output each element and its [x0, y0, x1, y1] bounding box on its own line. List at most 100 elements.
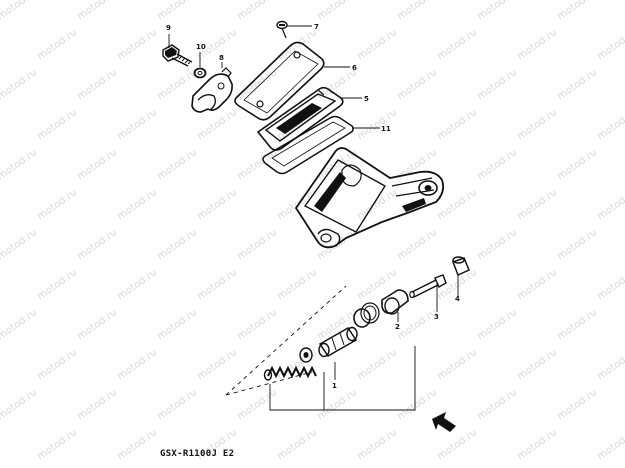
watermark-text: motod.ru — [435, 27, 479, 62]
part-10-washer — [193, 67, 207, 79]
part-5-diaphragm — [256, 86, 344, 151]
watermark-text: motod.ru — [475, 147, 519, 182]
callout-5: 5 — [364, 95, 369, 103]
watermark-text: motod.ru — [435, 427, 479, 462]
watermark-text: motod.ru — [115, 347, 159, 382]
watermark-text: motod.ru — [355, 107, 399, 142]
watermark-text: motod.ru — [155, 227, 199, 262]
callout-1: 1 — [332, 382, 337, 390]
watermark-text: motod.ru — [35, 267, 79, 302]
watermark-text: motod.ru — [395, 147, 439, 182]
watermark-text: motod.ru — [75, 67, 119, 102]
watermark-text: motod.ru — [355, 267, 399, 302]
model-code-label: GSX-R1100J E2 — [160, 449, 235, 459]
watermark-text: motod.ru — [555, 147, 599, 182]
watermark-text: motod.ru — [35, 187, 79, 222]
watermark-text: motod.ru — [555, 0, 599, 22]
watermark-text: motod.ru — [115, 267, 159, 302]
watermark-text: motod.ru — [475, 0, 519, 22]
watermark-text: motod.ru — [395, 0, 439, 22]
watermark-text: motod.ru — [475, 307, 519, 342]
watermark-text: motod.ru — [315, 387, 359, 422]
callout-10: 10 — [196, 43, 206, 51]
watermark-text: motod.ru — [595, 347, 625, 382]
watermark-text: motod.ru — [75, 307, 119, 342]
watermark-text: motod.ru — [235, 307, 279, 342]
watermark-text: motod.ru — [235, 0, 279, 22]
watermark-text: motod.ru — [315, 307, 359, 342]
leader-lines — [168, 25, 459, 411]
callout-7: 7 — [314, 23, 319, 31]
watermark-text: motod.ru — [555, 307, 599, 342]
watermark-text: motod.ru — [75, 0, 119, 22]
watermark-text: motod.ru — [395, 387, 439, 422]
front-arrow-icon — [432, 412, 456, 432]
part-7-cover-screw — [276, 20, 288, 39]
watermark-text: motod.ru — [235, 227, 279, 262]
watermark-text: motod.ru — [235, 387, 279, 422]
callout-8: 8 — [219, 54, 224, 62]
watermark-text: motod.ru — [0, 227, 39, 262]
watermark-text: motod.ru — [275, 347, 319, 382]
callout-9: 9 — [166, 24, 171, 32]
watermark-text: motod.ru — [75, 227, 119, 262]
part-8-clamp — [191, 67, 233, 113]
watermark-text: motod.ru — [515, 347, 559, 382]
watermark-text: motod.ru — [35, 107, 79, 142]
callout-3: 3 — [434, 313, 439, 321]
watermark-text: motod.ru — [595, 267, 625, 302]
callout-6: 6 — [352, 64, 357, 72]
watermark-text: motod.ru — [155, 387, 199, 422]
watermark-text: motod.ru — [235, 147, 279, 182]
watermark-text: motod.ru — [275, 427, 319, 462]
watermark-text: motod.ru — [555, 227, 599, 262]
watermark-text: motod.ru — [115, 427, 159, 462]
part-1-piston-set — [263, 326, 358, 381]
watermark-text: motod.ru — [195, 187, 239, 222]
watermark-text: motod.ru — [75, 147, 119, 182]
watermark-text: motod.ru — [395, 67, 439, 102]
watermark-text: motod.ru — [75, 387, 119, 422]
part-2-boot — [353, 289, 409, 328]
watermark-text: motod.ru — [555, 387, 599, 422]
part-3-push-rod — [409, 274, 447, 299]
watermark-text: motod.ru — [355, 347, 399, 382]
part-6-reservoir-cover — [234, 41, 325, 121]
watermark-text: motod.ru — [0, 0, 39, 22]
watermark-text: motod.ru — [35, 427, 79, 462]
watermark-text: motod.ru — [555, 67, 599, 102]
watermark-text: motod.ru — [115, 187, 159, 222]
watermark-text: motod.ru — [315, 0, 359, 22]
callout-numbers: 9 10 8 7 6 5 11 4 3 2 1 — [166, 23, 460, 390]
part-11-plate — [262, 115, 354, 175]
watermark-text: motod.ru — [595, 27, 625, 62]
watermark-text: motod.ru — [115, 107, 159, 142]
watermark-text: motod.ru — [595, 187, 625, 222]
watermark-text: motod.ru — [315, 67, 359, 102]
watermark-text: motod.ru — [515, 267, 559, 302]
callout-4: 4 — [455, 295, 460, 303]
watermark-text: motod.ru — [195, 267, 239, 302]
watermark-text: motod.ru — [395, 307, 439, 342]
watermark-text: motod.ru — [515, 27, 559, 62]
watermark-text: motod.ru — [0, 67, 39, 102]
watermark-text: motod.ru — [435, 107, 479, 142]
watermark-text: motod.ru — [35, 347, 79, 382]
watermark-text: motod.ru — [595, 107, 625, 142]
watermark-text: motod.ru — [275, 27, 319, 62]
watermark-text: motod.ru — [0, 387, 39, 422]
watermark-text: motod.ru — [275, 267, 319, 302]
watermark-text: motod.ru — [395, 227, 439, 262]
part-9-screw — [162, 44, 193, 67]
watermark-text: motod.ru — [515, 107, 559, 142]
watermark-text: motod.ru — [0, 307, 39, 342]
watermark-text: motod.ru — [515, 187, 559, 222]
watermark-text: motod.ru — [115, 27, 159, 62]
watermark-text: motod.ru — [435, 347, 479, 382]
watermark-text: motod.ru — [355, 187, 399, 222]
watermark-text: motod.ru — [515, 427, 559, 462]
watermark-text: motod.ru — [195, 347, 239, 382]
callout-2: 2 — [395, 323, 400, 331]
